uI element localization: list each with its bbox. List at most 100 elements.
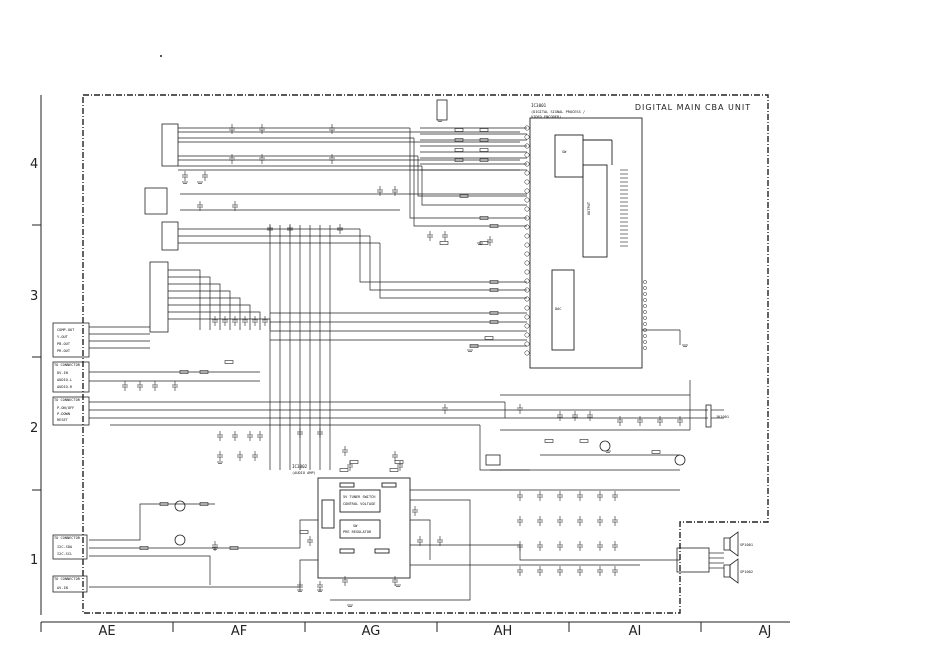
wire [299, 559, 318, 587]
resistor [489, 311, 499, 315]
board-outline [82, 94, 769, 614]
row-label-4: 4 [30, 157, 38, 172]
col-label-af: AF [231, 624, 247, 639]
cn3-label-4: RESET [57, 418, 69, 422]
ic-pin [524, 323, 530, 329]
row-label-2: 2 [30, 421, 38, 436]
wires [89, 127, 724, 601]
wire [410, 519, 431, 560]
ic-pin [643, 280, 647, 284]
ic-pin [643, 340, 647, 344]
wire [168, 283, 221, 330]
ic-pin [643, 346, 647, 350]
reg-block-label-3: SW [353, 524, 358, 528]
resistor [439, 241, 449, 245]
wire [417, 156, 527, 197]
cn5-label-2: AV-IN [57, 586, 68, 590]
wire [479, 425, 530, 471]
ic-pin [524, 206, 530, 212]
ic-pin [643, 310, 647, 314]
resistor [479, 216, 489, 220]
col-label-aj: AJ [759, 624, 772, 639]
audio-amp-ic [317, 477, 411, 579]
mid-block-label: SW [562, 150, 567, 154]
cn4-label-2: I2C-SDA [57, 545, 73, 549]
grid-frame [32, 95, 790, 632]
resistor [339, 468, 349, 472]
ic-pin [524, 350, 530, 356]
left-connector-2: TO CONNECTOR DV-IN AUDIO-L AUDIO-R [52, 361, 90, 393]
wire [359, 229, 527, 283]
resistor [224, 360, 234, 364]
right-connector-labels: JK1001 SP1001 SP1002 [716, 415, 753, 574]
row-label-3: 3 [30, 289, 38, 304]
jack-ref: JK1001 [716, 415, 729, 419]
ic-pin [524, 278, 530, 284]
wire [299, 519, 318, 548]
right-block-label: OUTPUT [587, 201, 591, 215]
ic-pin [524, 197, 530, 203]
main-ic [529, 117, 643, 369]
ic-pin [643, 316, 647, 320]
left-connector-5: TO CONNECTOR AV-IN [52, 575, 88, 593]
ic-pin [524, 251, 530, 257]
ic-pin-circles [524, 125, 647, 356]
cn1-label-4: PR-OUT [57, 349, 71, 353]
speaker-ref-2: SP1002 [740, 570, 753, 574]
ic-pin [524, 305, 530, 311]
resistor [651, 450, 661, 454]
resistor [199, 502, 209, 506]
resistor [454, 128, 464, 132]
wire [89, 555, 211, 585]
components [122, 119, 688, 607]
ic-pin [643, 298, 647, 302]
resistor [479, 158, 489, 162]
wire [330, 499, 471, 601]
reg-block-label-1: 5V TUNER SWITCH [343, 495, 375, 499]
wire [168, 290, 231, 330]
wire [168, 269, 201, 330]
cn1-label-1: COMP-OUT [57, 328, 75, 332]
main-ic-desc-1: (DIGITAL SIGNAL PROCESS / [531, 110, 585, 114]
wire [168, 311, 261, 330]
lower-block-label: DAC [555, 307, 562, 311]
resistor [489, 320, 499, 324]
wire [168, 276, 211, 330]
audio-ic-desc: (AUDIO AMP) [292, 471, 316, 475]
wire [168, 304, 251, 330]
cn3-label-3: P-DOWN [57, 412, 70, 416]
resistor [579, 439, 589, 443]
left-connector-3: TO CONNECTOR P-ON/OFF P-DOWN RESET [52, 396, 90, 426]
ic-pin [643, 334, 647, 338]
resistor [479, 128, 489, 132]
ic-pin [524, 296, 530, 302]
other-components [144, 99, 739, 584]
ic-pin [524, 170, 530, 176]
resistor [139, 546, 149, 550]
cn2-label-1: TO CONNECTOR [54, 363, 81, 367]
resistor [484, 336, 494, 340]
cn2-label-4: AUDIO-R [57, 385, 73, 389]
ic-pin [643, 322, 647, 326]
resistor [229, 546, 239, 550]
unit-title: DIGITAL MAIN CBA UNIT [635, 103, 751, 112]
cn2-label-3: AUDIO-L [57, 378, 72, 382]
ic-pin [524, 188, 530, 194]
ic-pin [643, 304, 647, 308]
resistor [479, 148, 489, 152]
ic-pin [643, 286, 647, 290]
column-labels: AE AF AG AH AI AJ [98, 624, 771, 639]
row-label-1: 1 [30, 553, 38, 568]
cn1-label-3: PB-OUT [57, 342, 71, 346]
resistor [389, 468, 399, 472]
cn3-label-2: P-ON/OFF [57, 406, 74, 410]
resistor [489, 288, 499, 292]
resistor [479, 138, 489, 142]
resistor [459, 194, 469, 198]
resistor [199, 370, 209, 374]
ic-pin [524, 242, 530, 248]
resistor [159, 502, 169, 506]
resistor [454, 138, 464, 142]
